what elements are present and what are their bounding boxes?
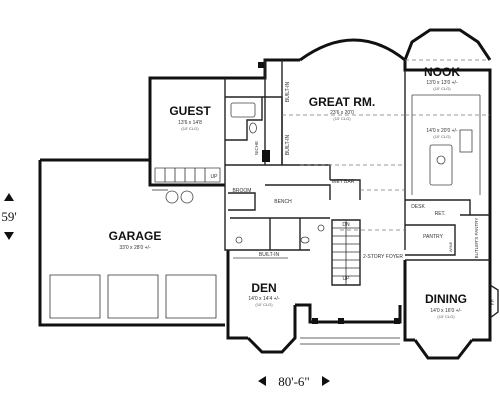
front-porch	[300, 318, 400, 345]
ret-label: RET.	[435, 211, 446, 217]
den-name: DEN	[251, 281, 276, 295]
room-den: DEN 14'0 x 14'4 +/- (10' CLG)	[248, 281, 280, 307]
exterior-walls	[38, 58, 492, 342]
room-dining: DINING 14'0 x 16'0 +/- (10' CLG)	[425, 292, 467, 319]
overall-depth-dimension: 59'	[1, 193, 17, 240]
nook-bay	[403, 28, 492, 61]
room-garage: GARAGE 33'0 x 28'0 +/-	[109, 229, 162, 251]
garage-name: GARAGE	[109, 229, 162, 243]
niche-label: NICHE	[254, 141, 259, 155]
den-bay	[246, 305, 297, 354]
room-guest: GUEST 13'6 x 14'8 (10' CLG)	[169, 104, 211, 131]
den-dims: 14'0 x 14'4 +/-	[248, 296, 280, 302]
overall-depth-label: 59'	[1, 209, 16, 224]
dining-clg: (10' CLG)	[437, 314, 455, 319]
garage-dims: 33'0 x 28'0 +/-	[119, 245, 151, 251]
up-foyer-label: UP	[343, 276, 351, 282]
fp-label: F.P.	[490, 299, 495, 305]
built-in-den-label: BUILT-IN	[259, 252, 280, 258]
great-clg: (10' CLG)	[333, 116, 351, 121]
den-clg: (10' CLG)	[255, 302, 273, 307]
guest-name: GUEST	[169, 104, 211, 118]
kitchen-dims: 14'0 x 20'0 +/-	[426, 128, 458, 134]
dining-name: DINING	[425, 292, 467, 306]
room-nook: NOOK 13'0 x 13'0 +/- (10' CLG)	[424, 65, 460, 91]
nook-dims: 13'0 x 13'0 +/-	[426, 80, 458, 86]
guest-clg: (10' CLG)	[181, 126, 199, 131]
built-in-top-label: BUILT-IN	[285, 82, 291, 103]
great-dims: 23'6 x 20'0	[330, 110, 354, 116]
wet-bar-label: WET BAR	[332, 179, 355, 185]
great-name: GREAT RM.	[309, 95, 375, 109]
built-in-mid-label: BUILT-IN	[285, 135, 291, 156]
up-guest-label: UP	[211, 174, 219, 180]
fixtures	[49, 62, 499, 319]
nook-clg: (10' CLG)	[433, 86, 451, 91]
dashed-openings	[282, 59, 490, 231]
wine-label: WINE	[448, 241, 453, 252]
dn-label: DN	[342, 222, 350, 228]
room-kitchen: 14'0 x 20'0 +/- (10' CLG)	[426, 128, 458, 139]
guest-dims: 13'6 x 14'8	[178, 120, 202, 126]
interior-walls	[224, 60, 490, 286]
pantry-label: PANTRY	[423, 234, 443, 240]
nook-name: NOOK	[424, 65, 460, 79]
dining-dims: 14'0 x 16'0 +/-	[430, 308, 462, 314]
broom-label: BROOM	[233, 188, 252, 194]
overall-width-dimension: 80'-6"	[258, 374, 330, 389]
kitchen-clg: (10' CLG)	[433, 134, 451, 139]
dining-bay	[413, 339, 474, 360]
desk-label: DESK	[411, 204, 425, 210]
butlers-pantry-label: BUTLER'S PANTRY	[474, 218, 479, 259]
room-great: GREAT RM. 23'6 x 20'0 (10' CLG)	[309, 95, 375, 121]
bench-label: BENCH	[274, 199, 292, 205]
foyer-label: 2-STORY FOYER	[363, 254, 403, 260]
small-labels: BUILT-IN BUILT-IN NICHE WET BAR BROOM BE…	[211, 82, 495, 306]
great-room-bay	[299, 38, 406, 62]
overall-width-label: 80'-6"	[278, 374, 309, 389]
